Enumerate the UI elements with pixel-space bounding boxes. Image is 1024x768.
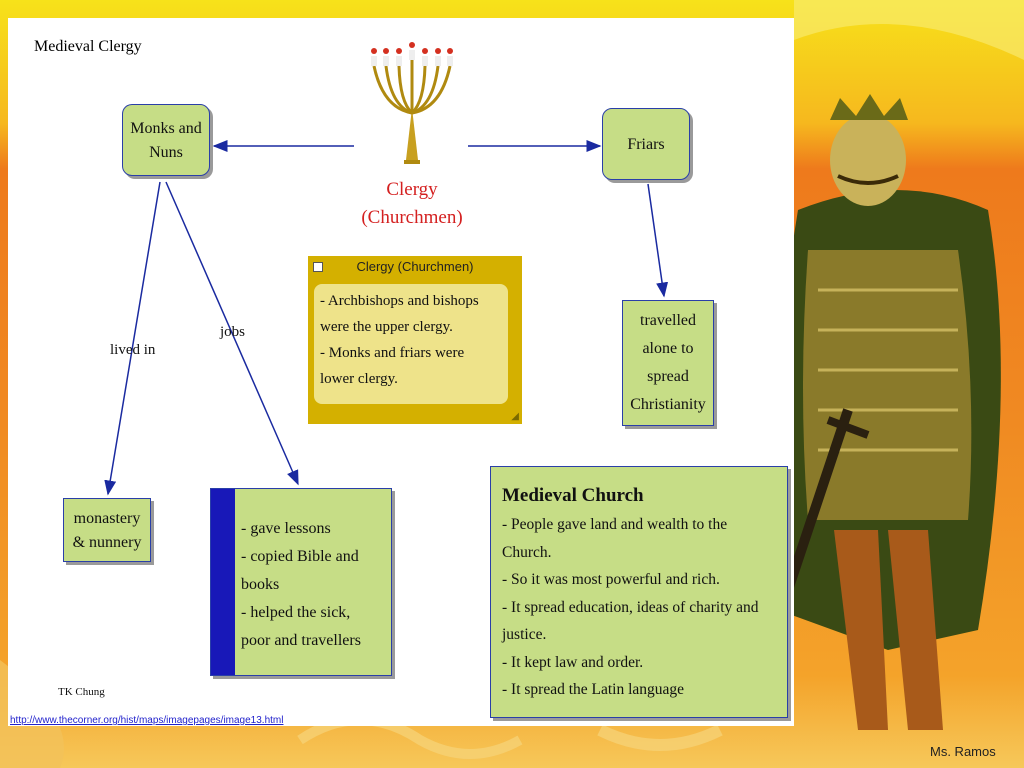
church-line: justice. — [502, 626, 547, 643]
church-line: Church. — [502, 543, 552, 561]
node-travelled-alone: travelled alone to spread Christianity — [622, 300, 714, 426]
slide-title: Medieval Clergy — [34, 38, 142, 55]
jobs-line: - helped the sick, — [241, 604, 351, 621]
diagram-slide: Medieval Clergy Monks and Nuns Friars Cl… — [8, 18, 794, 726]
church-title: Medieval Church — [502, 485, 644, 506]
note-body: - Archbishops and bishops were the upper… — [314, 284, 508, 404]
center-clergy-label: Clergy (Churchmen) — [344, 176, 480, 232]
node-monks-line2: Nuns — [149, 144, 183, 161]
arrow-monks-to-jobs — [165, 181, 299, 486]
monastery-line1: monastery — [73, 510, 141, 527]
sticky-note-clergy[interactable]: Clergy (Churchmen) - Archbishops and bis… — [308, 256, 522, 424]
link-label-lived-in: lived in — [110, 342, 156, 358]
note-line: - Monks and friars were — [320, 345, 465, 361]
travelled-line: alone to — [642, 340, 694, 357]
jobs-line: books — [241, 576, 280, 593]
node-jobs: - gave lessons - copied Bible and books … — [210, 488, 392, 676]
church-line: - It spread education, ideas of charity … — [502, 598, 759, 616]
travelled-line: travelled — [640, 312, 696, 329]
jobs-accent-bar — [211, 489, 235, 675]
center-line1: Clergy — [386, 179, 438, 200]
church-line: - It kept law and order. — [502, 653, 644, 671]
link-label-jobs: jobs — [220, 324, 246, 340]
medieval-church-box: Medieval Church - People gave land and w… — [490, 466, 788, 718]
church-line: - So it was most powerful and rich. — [502, 571, 720, 588]
resize-grip-icon[interactable]: ◢ — [511, 411, 519, 422]
jobs-line: - copied Bible and — [241, 548, 359, 565]
node-monastery: monastery & nunnery — [63, 498, 151, 562]
center-line2: (Churchmen) — [361, 207, 463, 228]
node-monks-and-nuns: Monks and Nuns — [122, 104, 210, 176]
menorah-icon — [371, 42, 453, 164]
note-line: - Archbishops and bishops — [320, 293, 479, 309]
jobs-line: - gave lessons — [241, 520, 331, 537]
travelled-line: Christianity — [630, 396, 706, 413]
note-collapse-icon[interactable] — [313, 262, 323, 272]
arrow-monks-to-monastery — [104, 181, 161, 496]
arrow-friars-to-travelled — [647, 183, 669, 298]
author-name: Ms. Ramos — [930, 744, 996, 759]
credit-text: TK Chung — [58, 686, 105, 698]
monastery-line2: & nunnery — [72, 534, 142, 551]
node-friars: Friars — [602, 108, 690, 180]
church-line: - It spread the Latin language — [502, 681, 685, 698]
note-title: Clergy (Churchmen) — [356, 259, 474, 274]
note-line: were the upper clergy. — [320, 319, 453, 335]
note-line: lower clergy. — [320, 371, 398, 387]
king-figure-illustration — [743, 94, 1001, 730]
node-monks-line1: Monks and — [130, 120, 202, 137]
travelled-line: spread — [647, 368, 689, 385]
connector-lines — [104, 42, 669, 496]
church-line: - People gave land and wealth to the — [502, 516, 728, 533]
jobs-line: poor and travellers — [241, 632, 361, 649]
source-link[interactable]: http://www.thecorner.org/hist/maps/image… — [10, 715, 284, 726]
